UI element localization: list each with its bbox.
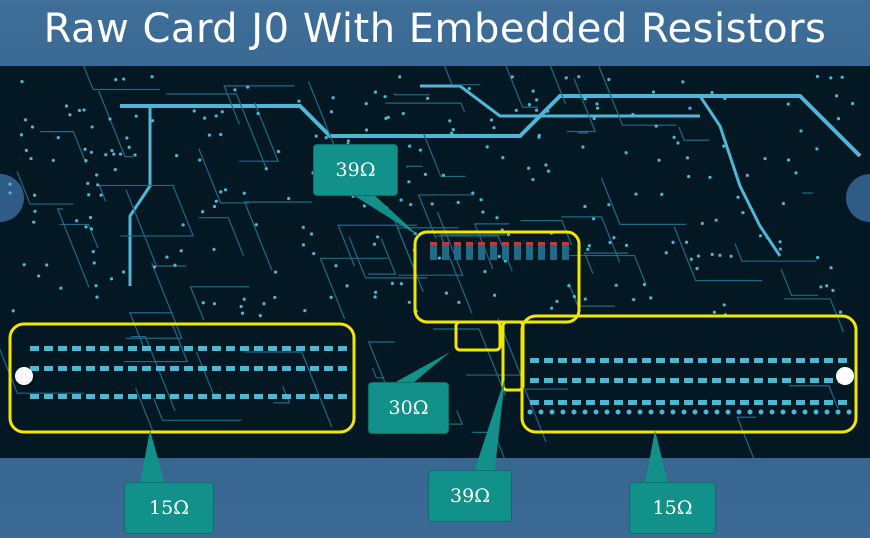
pcb-traces (0, 66, 870, 458)
callout-bottom-left: 15Ω (124, 482, 214, 534)
mounting-hole-left (15, 367, 33, 385)
pointer-bottom-center (472, 378, 505, 478)
callout-bottom-center: 39Ω (428, 470, 512, 522)
left-notch (0, 174, 24, 222)
bus-trace-top-2 (420, 84, 700, 118)
edge-connector (527, 409, 852, 415)
callout-top-center: 39Ω (313, 144, 398, 196)
highlight-box-center-small (454, 320, 502, 352)
highlight-box-right (520, 314, 858, 434)
pointer-middle-left (392, 352, 450, 384)
bus-trace-top (120, 94, 862, 158)
highlight-box-center-narrow (501, 320, 525, 392)
pointer-top-center (350, 193, 420, 237)
callout-middle-left: 30Ω (368, 382, 449, 434)
highlight-box-center-top (413, 230, 581, 324)
callout-bottom-right: 15Ω (629, 482, 716, 534)
pcb-board-image (0, 66, 870, 458)
fine-traces (0, 66, 845, 458)
slide-title: Raw Card J0 With Embedded Resistors (43, 6, 827, 52)
right-notch (846, 174, 870, 222)
vias (8, 74, 855, 318)
pointer-bottom-left (140, 430, 165, 484)
bus-trace-left (128, 106, 152, 286)
mounting-hole-right (836, 367, 854, 385)
resistor-pads (30, 242, 847, 405)
highlight-box-left (8, 322, 356, 434)
pointer-bottom-right (645, 430, 668, 484)
